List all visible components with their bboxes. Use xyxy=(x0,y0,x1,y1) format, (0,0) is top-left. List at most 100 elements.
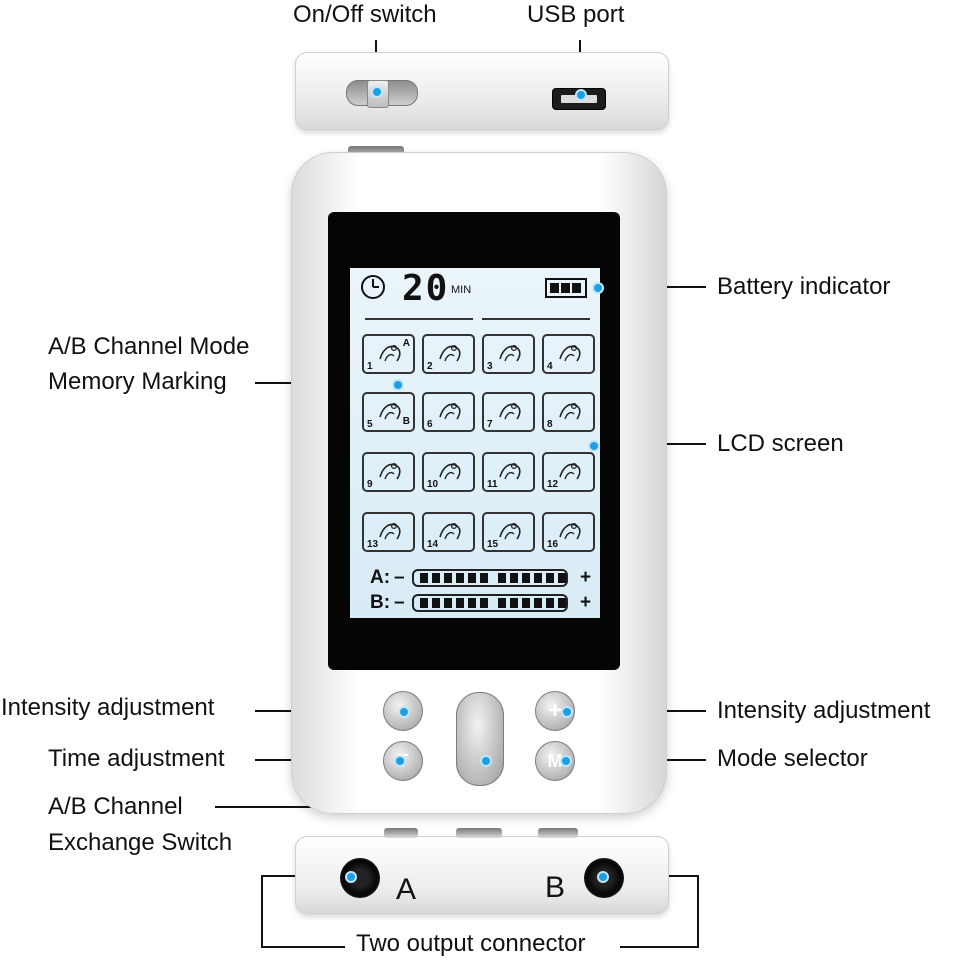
body-area-icon xyxy=(559,462,581,480)
battery-icon xyxy=(545,278,587,298)
time-button[interactable]: T xyxy=(383,741,423,781)
channel-b-label: B: xyxy=(370,592,391,613)
body-area-icon xyxy=(499,344,521,362)
exchange-switch-label-line1: A/B Channel xyxy=(48,793,183,820)
mode-cell-10: 10 xyxy=(422,452,475,492)
body-area-icon xyxy=(559,522,581,540)
mode-number: 14 xyxy=(427,539,439,550)
divider-right xyxy=(482,318,590,320)
mode-number: 1 xyxy=(367,361,373,372)
mode-number: 9 xyxy=(367,479,373,490)
mode-number: 4 xyxy=(547,361,553,372)
intensity-segment xyxy=(534,598,542,608)
time-dot xyxy=(394,755,406,767)
mode-cell-2: 2 xyxy=(422,334,475,374)
memory-pointer-dot xyxy=(392,379,404,391)
intensity-segment xyxy=(420,573,428,583)
usb-pointer-dot xyxy=(575,89,587,101)
body-area-icon xyxy=(379,402,401,420)
channel-a-marker: A xyxy=(402,338,410,349)
mode-cell-14: 14 xyxy=(422,512,475,552)
memory-marking-label-line2: Memory Marking xyxy=(48,368,227,395)
exchange-switch-label-line2: Exchange Switch xyxy=(48,829,233,856)
bottom-port-2 xyxy=(456,828,502,838)
jack-a-label: A xyxy=(396,873,417,906)
body-area-icon xyxy=(559,402,581,420)
mode-number: 12 xyxy=(547,479,559,490)
battery-pointer-dot xyxy=(592,282,604,294)
divider-left xyxy=(365,318,473,320)
jack-b-label: B xyxy=(545,871,566,904)
channel-a-plus: + xyxy=(580,567,592,588)
lcd-pointer-dot xyxy=(588,440,600,452)
channel-a-intensity-bar: A: – + xyxy=(356,566,596,592)
mode-number: 3 xyxy=(487,361,493,372)
mode-cell-12: 12 xyxy=(542,452,595,492)
mode-number: 11 xyxy=(487,479,498,490)
intensity-segment xyxy=(444,598,452,608)
body-area-icon xyxy=(499,522,521,540)
mode-cell-3: 3 xyxy=(482,334,535,374)
intensity-left-label: Intensity adjustment xyxy=(1,694,215,721)
intensity-segment xyxy=(468,573,476,583)
mode-cell-9: 9 xyxy=(362,452,415,492)
mode-number: 15 xyxy=(487,539,499,550)
mode-cell-7: 7 xyxy=(482,392,535,432)
timer-value: 20 xyxy=(402,268,450,309)
channel-a-label: A: xyxy=(370,567,391,588)
body-area-icon xyxy=(379,462,401,480)
mode-number: 13 xyxy=(367,539,379,550)
mode-selector-label: Mode selector xyxy=(717,745,868,772)
intensity-segment xyxy=(456,598,464,608)
channel-a-minus: – xyxy=(394,567,405,588)
channel-b-minus: – xyxy=(394,592,405,613)
top-edge-view xyxy=(295,52,669,130)
timer-unit: MIN xyxy=(451,284,472,296)
mode-cell-8: 8 xyxy=(542,392,595,432)
mode-number: 2 xyxy=(427,361,433,372)
mode-cell-4: 4 xyxy=(542,334,595,374)
body-area-icon xyxy=(439,402,461,420)
channel-exchange-switch[interactable] xyxy=(456,692,504,786)
intensity-segment xyxy=(498,573,506,583)
intensity-plus-dot xyxy=(561,706,573,718)
battery-indicator-label: Battery indicator xyxy=(717,273,891,300)
mode-cell-13: 13 xyxy=(362,512,415,552)
switch-pointer-dot xyxy=(371,86,383,98)
intensity-segment xyxy=(558,573,566,583)
intensity-segment xyxy=(546,573,554,583)
body-area-icon xyxy=(499,402,521,420)
clock-icon xyxy=(361,275,385,299)
intensity-segment xyxy=(546,598,554,608)
mode-number: 10 xyxy=(427,479,439,490)
intensity-minus-dot xyxy=(398,706,410,718)
channel-b-marker: B xyxy=(402,416,410,427)
body-area-icon xyxy=(439,462,461,480)
intensity-segment xyxy=(420,598,428,608)
lcd-screen-label: LCD screen xyxy=(717,430,844,457)
intensity-segment xyxy=(456,573,464,583)
intensity-plus-button[interactable]: + xyxy=(535,691,575,731)
intensity-segment xyxy=(480,598,488,608)
mode-number: 8 xyxy=(547,419,553,430)
on-off-switch-label: On/Off switch xyxy=(293,1,437,28)
mode-cell-15: 15 xyxy=(482,512,535,552)
intensity-segment xyxy=(510,598,518,608)
body-area-icon xyxy=(499,462,521,480)
body-area-icon xyxy=(559,344,581,362)
intensity-segment xyxy=(534,573,542,583)
intensity-segment xyxy=(558,598,566,608)
time-adjustment-label: Time adjustment xyxy=(48,745,225,772)
output-connector-label: Two output connector xyxy=(356,930,586,957)
mode-dot xyxy=(560,755,572,767)
mode-number: 7 xyxy=(487,419,493,430)
intensity-segment xyxy=(432,573,440,583)
exchange-dot xyxy=(480,755,492,767)
body-area-icon xyxy=(439,522,461,540)
mode-cell-11: 11 xyxy=(482,452,535,492)
intensity-segment xyxy=(444,573,452,583)
mode-cell-6: 6 xyxy=(422,392,475,432)
mode-number: 5 xyxy=(367,419,373,430)
